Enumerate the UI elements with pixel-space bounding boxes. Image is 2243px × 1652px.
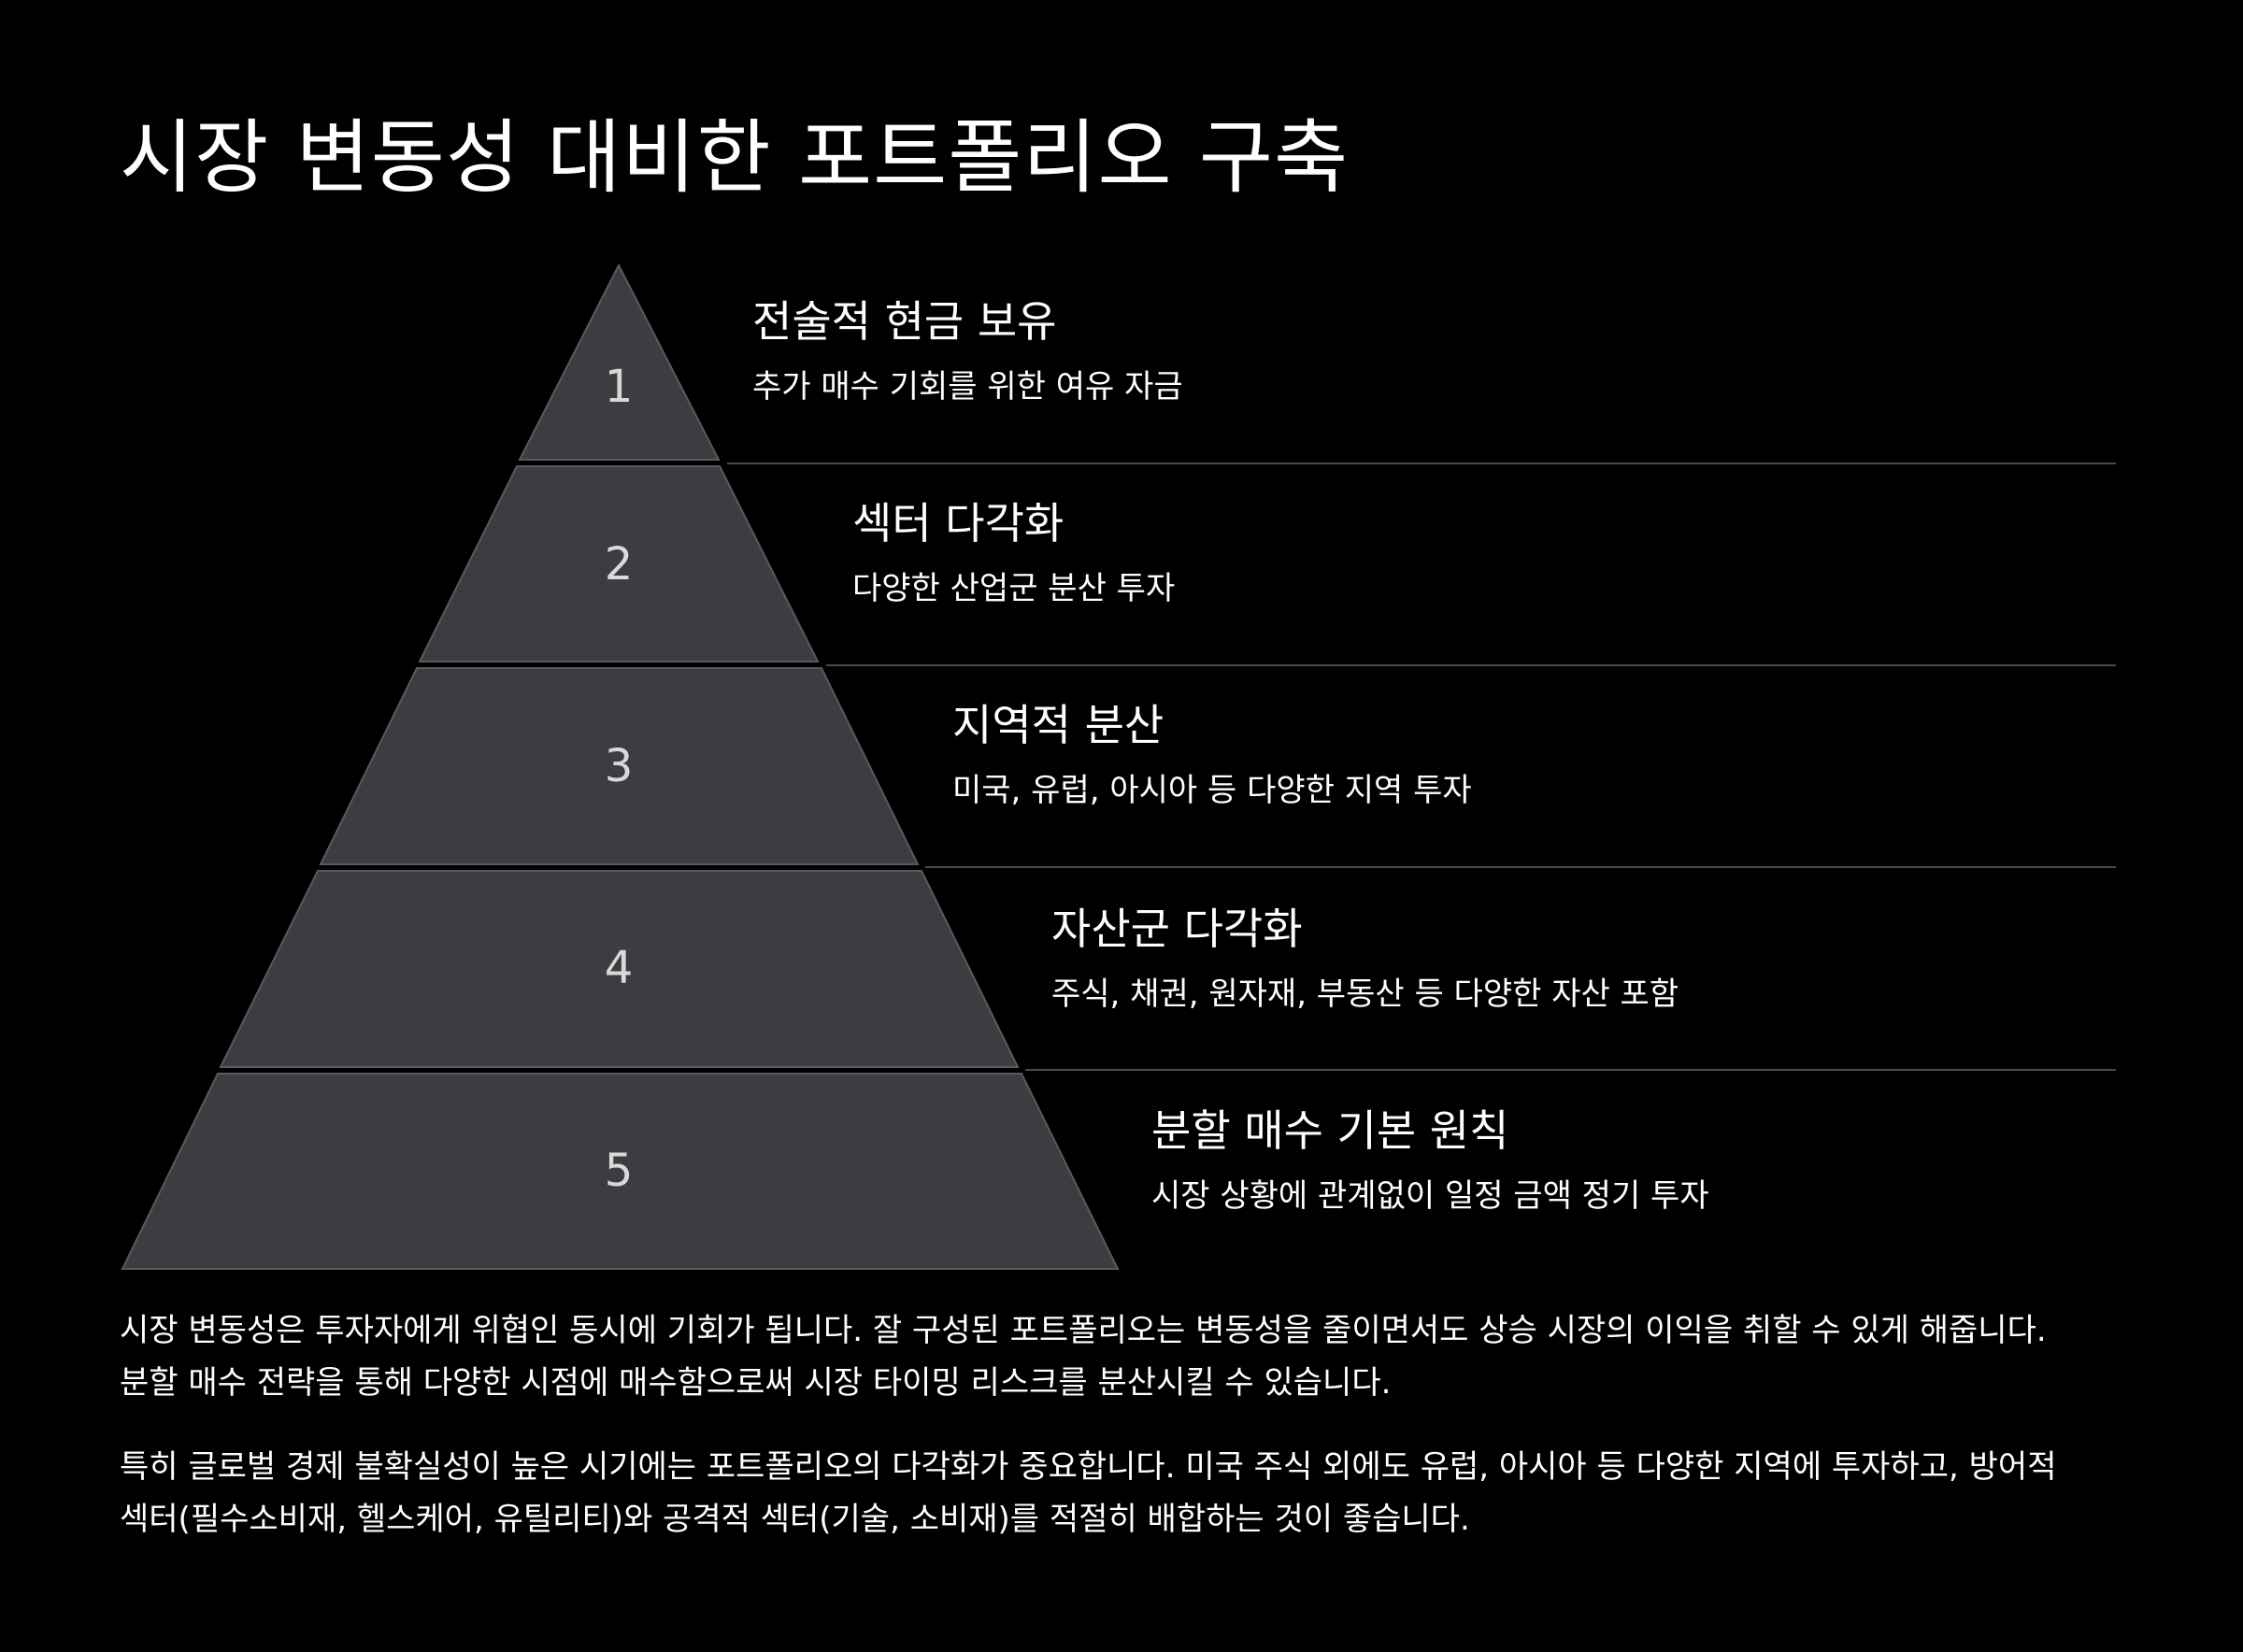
tier-heading: 분할 매수 기본 원칙 [1151,1105,1509,1156]
paragraph-line: 시장 변동성은 투자자에게 위협인 동시에 기회가 됩니다. 잘 구성된 포트폴… [120,1312,2047,1349]
paragraph-line: 섹터(필수소비재, 헬스케어, 유틸리티)와 공격적 섹터(기술, 소비재)를 … [120,1501,1470,1538]
pyramid-tier-2 [418,465,820,662]
tier-heading: 자산군 다각화 [1051,904,1303,954]
tier-description: 추가 매수 기회를 위한 여유 자금 [752,368,1183,406]
tier-label-4: 자산군 다각화 주식, 채권, 원자재, 부동산 등 다양한 자산 포함 [1051,903,1679,1015]
paragraph-1: 시장 변동성은 투자자에게 위협인 동시에 기회가 됩니다. 잘 구성된 포트폴… [120,1304,2138,1409]
tier-label-1: 전술적 현금 보유 추가 매수 기회를 위한 여유 자금 [752,295,1183,407]
body-text: 시장 변동성은 투자자에게 위협인 동시에 기회가 됩니다. 잘 구성된 포트폴… [120,1304,2138,1577]
tier-number-4: 4 [605,942,634,994]
tier-description: 다양한 산업군 분산 투자 [852,570,1176,607]
tier-label-3: 지역적 분산 미국, 유럽, 아시아 등 다양한 지역 투자 [952,699,1472,811]
tier-heading: 지역적 분산 [952,700,1164,750]
paragraph-line: 특히 글로벌 경제 불확실성이 높은 시기에는 포트폴리오의 다각화가 중요합니… [120,1448,2057,1486]
tier-heading: 전술적 현금 보유 [752,296,1057,347]
paragraph-line: 분할 매수 전략을 통해 다양한 시점에 매수함으로써 시장 타이밍 리스크를 … [120,1364,1392,1402]
tier-number-3: 3 [605,740,634,792]
pyramid-tier-1 [518,263,721,461]
tier-number-5: 5 [605,1145,634,1197]
pyramid-tier-4 [219,870,1020,1068]
tier-label-2: 섹터 다각화 다양한 산업군 분산 투자 [852,497,1175,609]
tier-number-2: 2 [605,538,634,591]
paragraph-2: 특히 글로벌 경제 불확실성이 높은 시기에는 포트폴리오의 다각화가 중요합니… [120,1441,2138,1545]
tier-description: 시장 상황에 관계없이 일정 금액 정기 투자 [1151,1177,1709,1215]
tier-heading: 섹터 다각화 [852,498,1064,548]
pyramid-tier-5 [121,1073,1120,1270]
page-title: 시장 변동성 대비한 포트폴리오 구축 [120,111,1350,205]
tier-description: 미국, 유럽, 아시아 등 다양한 지역 투자 [952,772,1472,809]
pyramid-tier-3 [319,667,920,865]
tier-label-5: 분할 매수 기본 원칙 시장 상황에 관계없이 일정 금액 정기 투자 [1151,1104,1709,1217]
tier-number-1: 1 [605,361,634,413]
tier-description: 주식, 채권, 원자재, 부동산 등 다양한 자산 포함 [1051,976,1679,1013]
